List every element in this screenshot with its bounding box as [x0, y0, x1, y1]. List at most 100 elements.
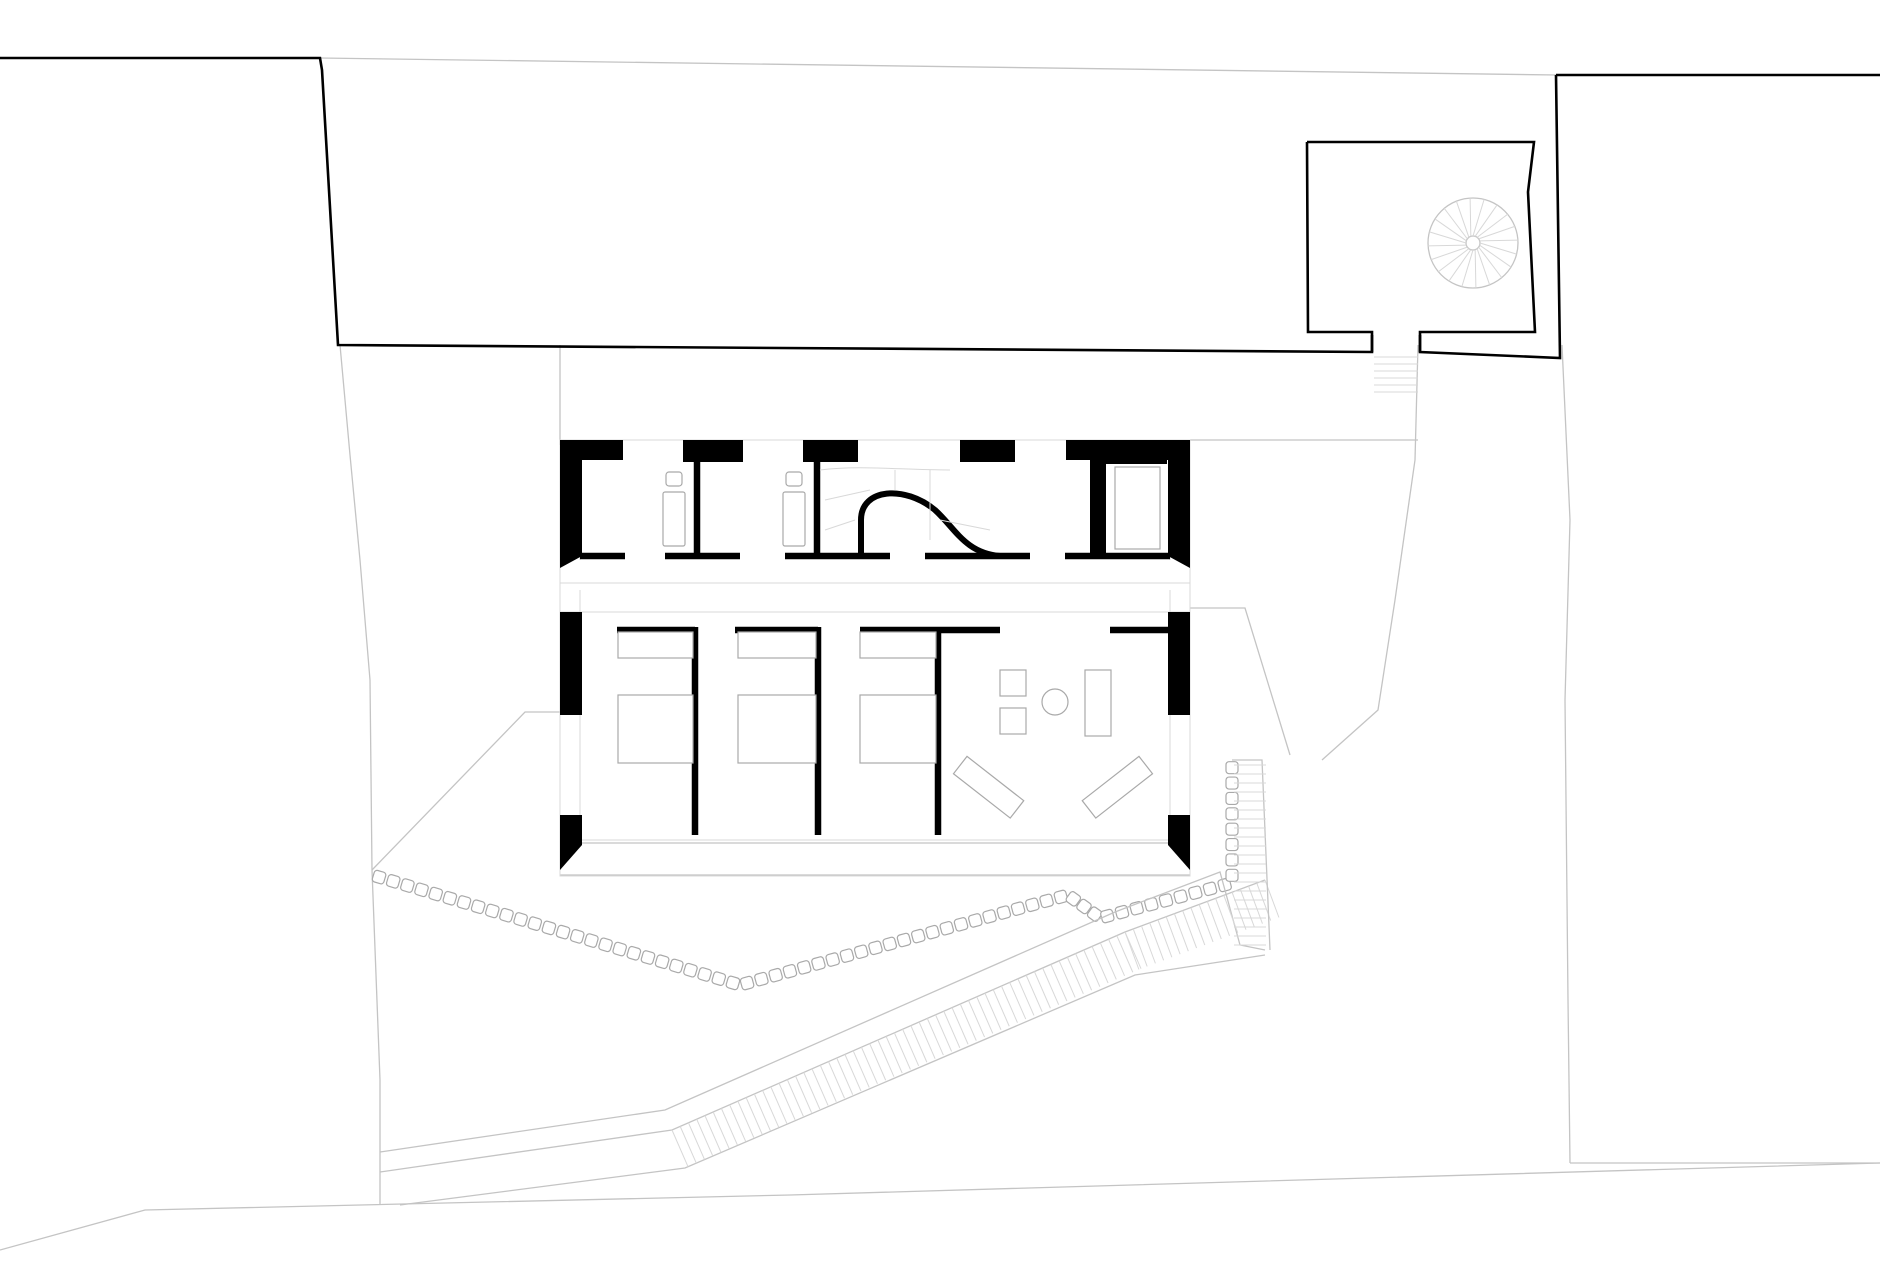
spiral-stair-tread	[1431, 246, 1468, 261]
wall-stone	[1076, 898, 1092, 915]
wall-stone	[584, 933, 599, 948]
stair-tread	[1248, 885, 1263, 924]
stair-tread	[877, 1039, 895, 1077]
wall-stone	[1144, 897, 1159, 912]
wall-stone	[1225, 853, 1239, 867]
wall-stone	[626, 945, 642, 961]
wall-stone	[527, 916, 543, 931]
stair-tread	[959, 1003, 977, 1041]
stair-tread	[819, 1064, 837, 1103]
stair-tread	[720, 1108, 738, 1146]
north-partitions	[580, 462, 1170, 560]
bedroom-partitions	[617, 626, 1168, 835]
wall-stone	[484, 903, 500, 919]
stair-tread	[1050, 964, 1068, 1002]
stair-tread	[704, 1115, 722, 1153]
wall-stone	[1188, 885, 1203, 900]
wall-stone	[598, 937, 613, 953]
spiral-stair-tread	[1479, 242, 1517, 255]
wall-stone	[782, 964, 798, 979]
spiral-stair-tread	[1476, 248, 1491, 285]
wall-stone	[925, 924, 940, 940]
stair-tread	[902, 1028, 920, 1067]
stair-tread	[893, 1032, 911, 1070]
spiral-stair-tread	[1428, 244, 1467, 247]
spiral-stair-tread	[1455, 201, 1470, 238]
stair-tread	[968, 1000, 985, 1038]
spiral-stair-tread	[1478, 246, 1503, 278]
wall-stone	[1225, 807, 1239, 821]
stair-tread	[1091, 946, 1109, 984]
wall-stone	[385, 874, 401, 889]
stair-tread	[688, 1122, 705, 1160]
stair-tread	[712, 1111, 730, 1149]
stair-tread	[828, 1061, 845, 1099]
wall-stone	[513, 912, 528, 927]
wall-stone	[882, 936, 898, 952]
living-furniture	[952, 669, 1154, 819]
wall-stone	[768, 967, 783, 983]
wall-stone	[754, 971, 769, 987]
spiral-stair-tread	[1448, 249, 1472, 282]
wall-stone	[414, 882, 429, 898]
wall-stone	[683, 962, 698, 978]
stair-tread	[1173, 913, 1189, 952]
stair-tread	[935, 1014, 953, 1052]
spiral-stair-tread	[1434, 218, 1467, 242]
stair-tread	[753, 1093, 771, 1131]
spiral-stair-tread	[1474, 249, 1477, 288]
wall-stone	[725, 975, 741, 991]
stair-tread	[1165, 916, 1181, 955]
stair-tread	[943, 1010, 961, 1049]
wall-stone	[1039, 893, 1054, 909]
stair-tread	[1009, 982, 1027, 1020]
stair-tread	[844, 1054, 862, 1092]
stair-tread	[869, 1043, 887, 1081]
wall-stone	[1225, 761, 1239, 775]
stair-tread	[811, 1068, 829, 1106]
wall-stone	[1053, 889, 1069, 905]
spiral-stair-tread	[1472, 199, 1485, 237]
wall-stone	[1086, 906, 1103, 922]
house-floor-plan	[559, 439, 1191, 877]
wall-stone	[428, 886, 444, 902]
stair-tread	[795, 1075, 813, 1113]
spiral-stair-tread	[1476, 213, 1508, 238]
wall-stone	[1225, 791, 1239, 806]
wall-stone	[910, 928, 926, 944]
spiral-stair-icon	[1427, 197, 1519, 289]
stair-tread	[1108, 938, 1126, 977]
spiral-stair-tread	[1443, 208, 1468, 240]
wall-stone	[371, 869, 387, 885]
stair-tread	[1239, 889, 1255, 927]
wall-stone	[811, 956, 826, 971]
side-walls	[560, 612, 1190, 870]
wall-stone	[541, 920, 557, 936]
stair-tread	[1141, 925, 1156, 964]
stair-tread	[1066, 956, 1084, 995]
wall-stone	[697, 967, 712, 982]
stair-tread	[762, 1090, 780, 1128]
wall-stone	[953, 917, 969, 932]
spiral-stair-tread	[1479, 244, 1512, 268]
stair-tread	[984, 992, 1002, 1031]
wall-stone	[640, 950, 656, 965]
spiral-stair-tread	[1429, 231, 1467, 244]
stair-tread	[1075, 953, 1093, 991]
spiral-stair-tread	[1479, 239, 1518, 242]
wall-stone	[555, 924, 571, 940]
wall-stone	[400, 878, 415, 893]
stair-tread	[1157, 919, 1173, 958]
wall-stone	[1225, 837, 1239, 852]
pavilion	[1305, 140, 1537, 393]
stair-tread	[1058, 960, 1076, 998]
bathroom-fixtures	[662, 466, 1161, 550]
stair-tread	[1124, 931, 1140, 970]
wall-stone	[499, 907, 514, 923]
stair-tread	[860, 1046, 878, 1085]
wall-stone	[1202, 881, 1218, 897]
wall-stone	[825, 952, 840, 967]
stair-tread	[1116, 935, 1134, 973]
wall-stone	[839, 948, 855, 963]
